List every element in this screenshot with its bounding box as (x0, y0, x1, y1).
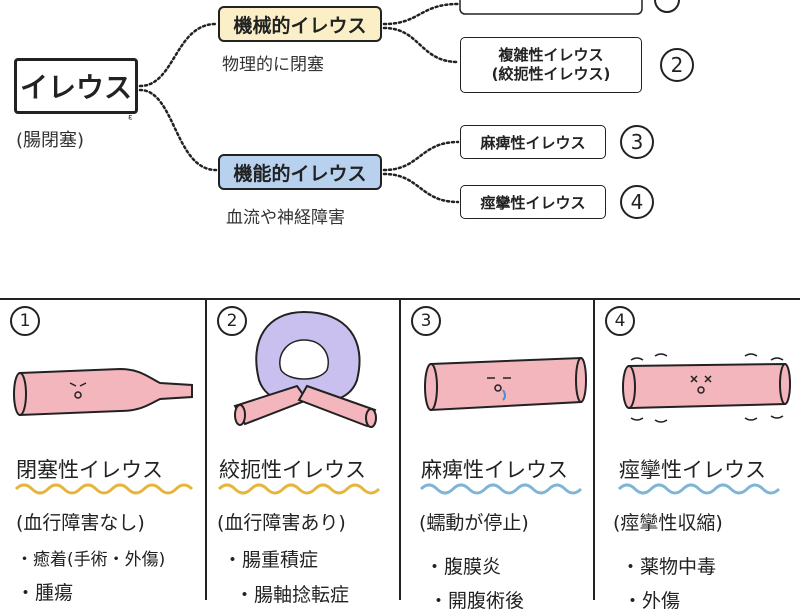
functional-node: 機能的イレウス (218, 154, 382, 190)
panel-strangulated-item-1: ・腸重積症 (223, 549, 319, 571)
panel-strangulated-title: 絞扼性イレウス (219, 458, 366, 482)
leaf-paralytic-number: 3 (620, 125, 654, 159)
panel-strangulated-number: 2 (217, 306, 247, 336)
panel-obstructive-item-2: ・腫瘍 (16, 582, 74, 604)
panel-obstructive-cause: (血行障害なし) (16, 512, 145, 534)
leaf-spastic-number: 4 (620, 185, 654, 219)
panel-paralytic-item-1: ・腹膜炎 (425, 556, 502, 578)
panel-obstructive-number: 1 (10, 306, 40, 336)
panel-obstructive-item-1: ・癒着(手術・外傷) (16, 550, 166, 570)
paralytic-intestine-illustration (424, 356, 587, 412)
leaf-spastic-label: 痙攣性イレウス (480, 193, 586, 212)
leaf-complex: 複雑性イレウス (絞扼性イレウス) (460, 37, 642, 93)
mechanical-label: 機械的イレウス (233, 14, 367, 37)
panel-spastic-item-1: ・薬物中毒 (621, 556, 717, 578)
panel-paralytic-cause: (蠕動が停止) (419, 512, 529, 534)
connector-lines (138, 0, 680, 204)
root-mark: ᵋ (128, 112, 134, 128)
panel-paralytic-title: 麻痺性イレウス (421, 458, 568, 482)
obstructive-wave (14, 483, 194, 495)
panel-spastic-cause: (痙攣性収縮) (613, 512, 723, 534)
leaf-complex-line2: (絞扼性イレウス) (491, 65, 611, 83)
functional-label: 機能的イレウス (233, 162, 367, 185)
root-sub: (腸閉塞) (16, 130, 85, 151)
panel-strangulated-cause: (血行障害あり) (217, 512, 346, 534)
panel-obstructive: 1 閉塞性イレウス (血行障害なし) ・癒着(手術・外傷) ・腫瘍 (0, 300, 207, 604)
panel-divider (0, 298, 800, 300)
functional-note: 血流や神経障害 (226, 208, 345, 228)
leaf-paralytic-label: 麻痺性イレウス (480, 133, 586, 152)
leaf-complex-number: 2 (660, 48, 694, 82)
spastic-intestine-illustration (622, 353, 791, 423)
mechanical-note: 物理的に閉塞 (222, 55, 324, 75)
strangulated-intestine-illustration (233, 310, 377, 428)
panel-spastic-title: 痙攣性イレウス (619, 458, 766, 482)
mechanical-node: 機械的イレウス (218, 6, 382, 42)
panel-spastic-number: 4 (605, 306, 635, 336)
panel-obstructive-title: 閉塞性イレウス (16, 458, 163, 482)
panel-spastic: 4 痙攣性イレウス (痙攣性収縮) ・薬物中毒 ・外傷 (595, 300, 800, 612)
leaf-complex-line1: 複雑性イレウス (498, 45, 604, 64)
panel-paralytic: 3 麻痺性イレウス (蠕動が停止) ・腹膜炎 ・開腹術後 (401, 300, 595, 612)
obstructive-intestine-illustration (13, 367, 193, 417)
root-node: イレウス (14, 58, 138, 114)
panel-strangulated: 2 絞扼性イレウス (血行障害あり) ・腸重積症 ・腸軸捻転症 (207, 300, 401, 606)
leaf-paralytic: 麻痺性イレウス (460, 125, 606, 159)
leaf-spastic: 痙攣性イレウス (460, 185, 606, 219)
strangulated-wave (217, 483, 381, 495)
root-label: イレウス (19, 71, 132, 104)
panel-paralytic-number: 3 (411, 306, 441, 336)
spastic-wave (617, 483, 781, 495)
panel-strangulated-item-2: ・腸軸捻転症 (235, 584, 350, 606)
paralytic-wave (419, 483, 583, 495)
